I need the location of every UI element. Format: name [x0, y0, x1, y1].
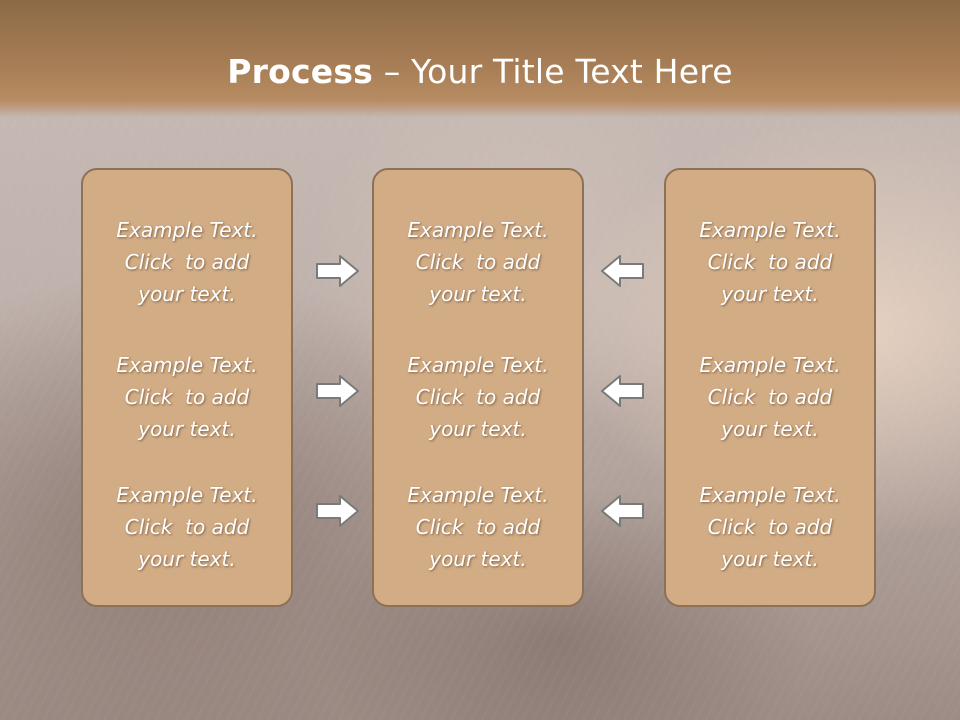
text-block[interactable]: Example Text. Click to add your text.	[374, 214, 582, 310]
text-line: Click to add	[124, 515, 250, 539]
text-block[interactable]: Example Text. Click to add your text.	[666, 214, 874, 310]
text-block[interactable]: Example Text. Click to add your text.	[83, 349, 291, 445]
arrow-left-icon	[601, 375, 644, 407]
title-rest: – Your Title Text Here	[373, 52, 733, 91]
arrow-right-icon	[316, 255, 359, 287]
text-block[interactable]: Example Text. Click to add your text.	[83, 479, 291, 575]
text-line: Click to add	[124, 250, 250, 274]
text-line: Click to add	[415, 250, 541, 274]
text-line: your text.	[721, 417, 819, 441]
left-text-box[interactable]: Example Text. Click to add your text. Ex…	[81, 168, 293, 607]
text-line: Example Text.	[407, 218, 549, 242]
slide-title[interactable]: Process – Your Title Text Here	[0, 52, 960, 91]
text-line: Click to add	[415, 385, 541, 409]
text-line: Example Text.	[699, 353, 841, 377]
text-line: your text.	[721, 547, 819, 571]
text-block[interactable]: Example Text. Click to add your text.	[374, 349, 582, 445]
text-block[interactable]: Example Text. Click to add your text.	[666, 479, 874, 575]
text-line: Example Text.	[116, 483, 258, 507]
text-line: Example Text.	[407, 353, 549, 377]
text-line: your text.	[138, 547, 236, 571]
text-line: your text.	[138, 417, 236, 441]
text-line: Example Text.	[116, 353, 258, 377]
text-line: Click to add	[415, 515, 541, 539]
text-line: Example Text.	[116, 218, 258, 242]
arrow-right-icon	[316, 495, 359, 527]
arrow-right-icon	[316, 375, 359, 407]
text-line: Example Text.	[407, 483, 549, 507]
text-line: your text.	[429, 282, 527, 306]
text-line: your text.	[138, 282, 236, 306]
text-line: Example Text.	[699, 218, 841, 242]
text-line: Click to add	[124, 385, 250, 409]
center-text-box[interactable]: Example Text. Click to add your text. Ex…	[372, 168, 584, 607]
arrow-left-icon	[601, 495, 644, 527]
text-line: Click to add	[707, 385, 833, 409]
text-line: your text.	[721, 282, 819, 306]
arrow-left-icon	[601, 255, 644, 287]
right-text-box[interactable]: Example Text. Click to add your text. Ex…	[664, 168, 876, 607]
text-block[interactable]: Example Text. Click to add your text.	[374, 479, 582, 575]
text-line: Example Text.	[699, 483, 841, 507]
title-bold: Process	[227, 52, 374, 91]
text-line: your text.	[429, 547, 527, 571]
text-line: Click to add	[707, 515, 833, 539]
text-line: your text.	[429, 417, 527, 441]
text-block[interactable]: Example Text. Click to add your text.	[83, 214, 291, 310]
text-line: Click to add	[707, 250, 833, 274]
title-band	[0, 0, 960, 118]
text-block[interactable]: Example Text. Click to add your text.	[666, 349, 874, 445]
